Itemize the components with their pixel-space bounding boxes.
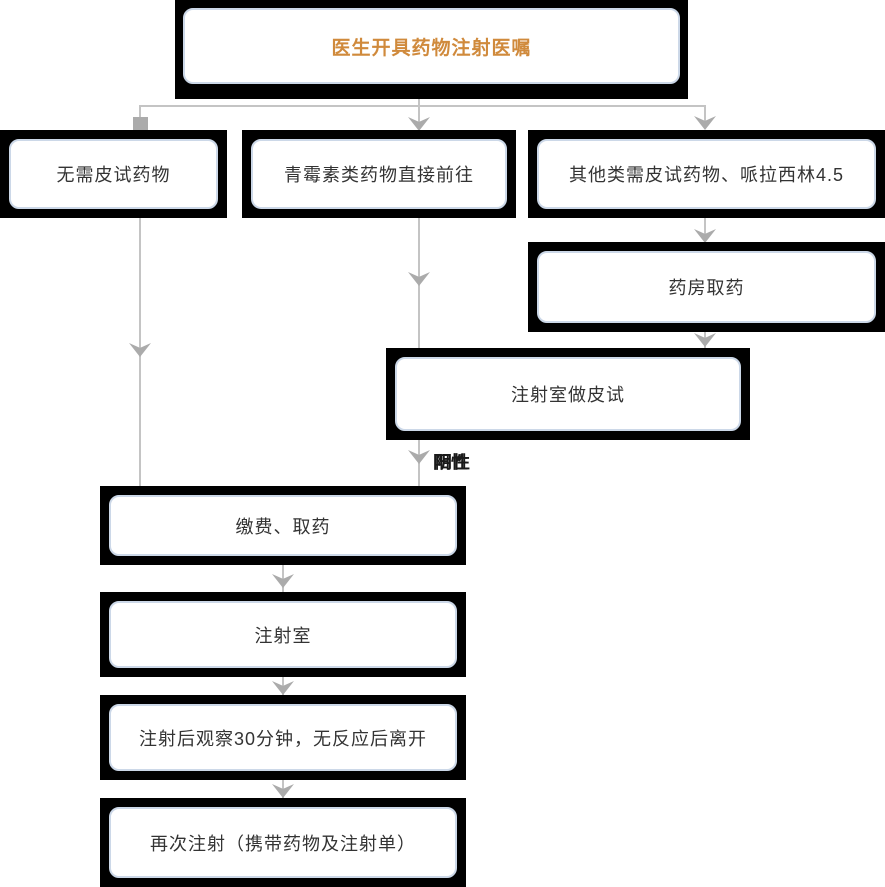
node-penicillin-direct-label: 青霉素类药物直接前往 [251, 139, 507, 209]
node-injection-room-skin-test: 注射室做皮试 [386, 348, 750, 440]
node-observe-30min: 注射后观察30分钟，无反应后离开 [100, 695, 466, 780]
connector-mid-stub [418, 105, 420, 130]
node-reinjection: 再次注射（携带药物及注射单） [100, 798, 466, 887]
result-positive-label: 阳性 [433, 453, 469, 472]
skintest-result-label: 阳性 阴性 [433, 448, 477, 472]
node-other-skin-test-label: 其他类需皮试药物、哌拉西林4.5 [537, 139, 876, 209]
node-pharmacy-pickup: 药房取药 [528, 242, 885, 332]
node-penicillin-direct: 青霉素类药物直接前往 [242, 130, 516, 218]
node-no-skin-test-label: 无需皮试药物 [9, 139, 218, 209]
connector-left-stub [139, 105, 141, 118]
node-injection-room-skin-test-label: 注射室做皮试 [395, 357, 741, 431]
node-observe-30min-label: 注射后观察30分钟，无反应后离开 [109, 704, 457, 771]
node-pharmacy-pickup-label: 药房取药 [537, 251, 876, 323]
node-doctor-order: 医生开具药物注射医嘱 [175, 0, 688, 99]
node-no-skin-test: 无需皮试药物 [0, 130, 227, 218]
left-branch-marker [133, 117, 148, 130]
node-injection-room: 注射室 [100, 592, 466, 677]
connector-start-stub [418, 99, 420, 106]
node-doctor-order-label: 医生开具药物注射医嘱 [183, 8, 680, 84]
node-injection-room-label: 注射室 [109, 601, 457, 668]
connector-pay-to-injroom [282, 565, 284, 592]
node-other-skin-test: 其他类需皮试药物、哌拉西林4.5 [528, 130, 885, 218]
node-pay-get-medicine-label: 缴费、取药 [109, 495, 457, 556]
node-pay-get-medicine: 缴费、取药 [100, 486, 466, 565]
result-negative-label: 阴性 [435, 453, 471, 472]
node-reinjection-label: 再次注射（携带药物及注射单） [109, 807, 457, 878]
connector-right-to-pharmacy [704, 218, 706, 242]
connector-branch-horizontal [140, 105, 705, 107]
connector-right-stub [704, 105, 706, 128]
